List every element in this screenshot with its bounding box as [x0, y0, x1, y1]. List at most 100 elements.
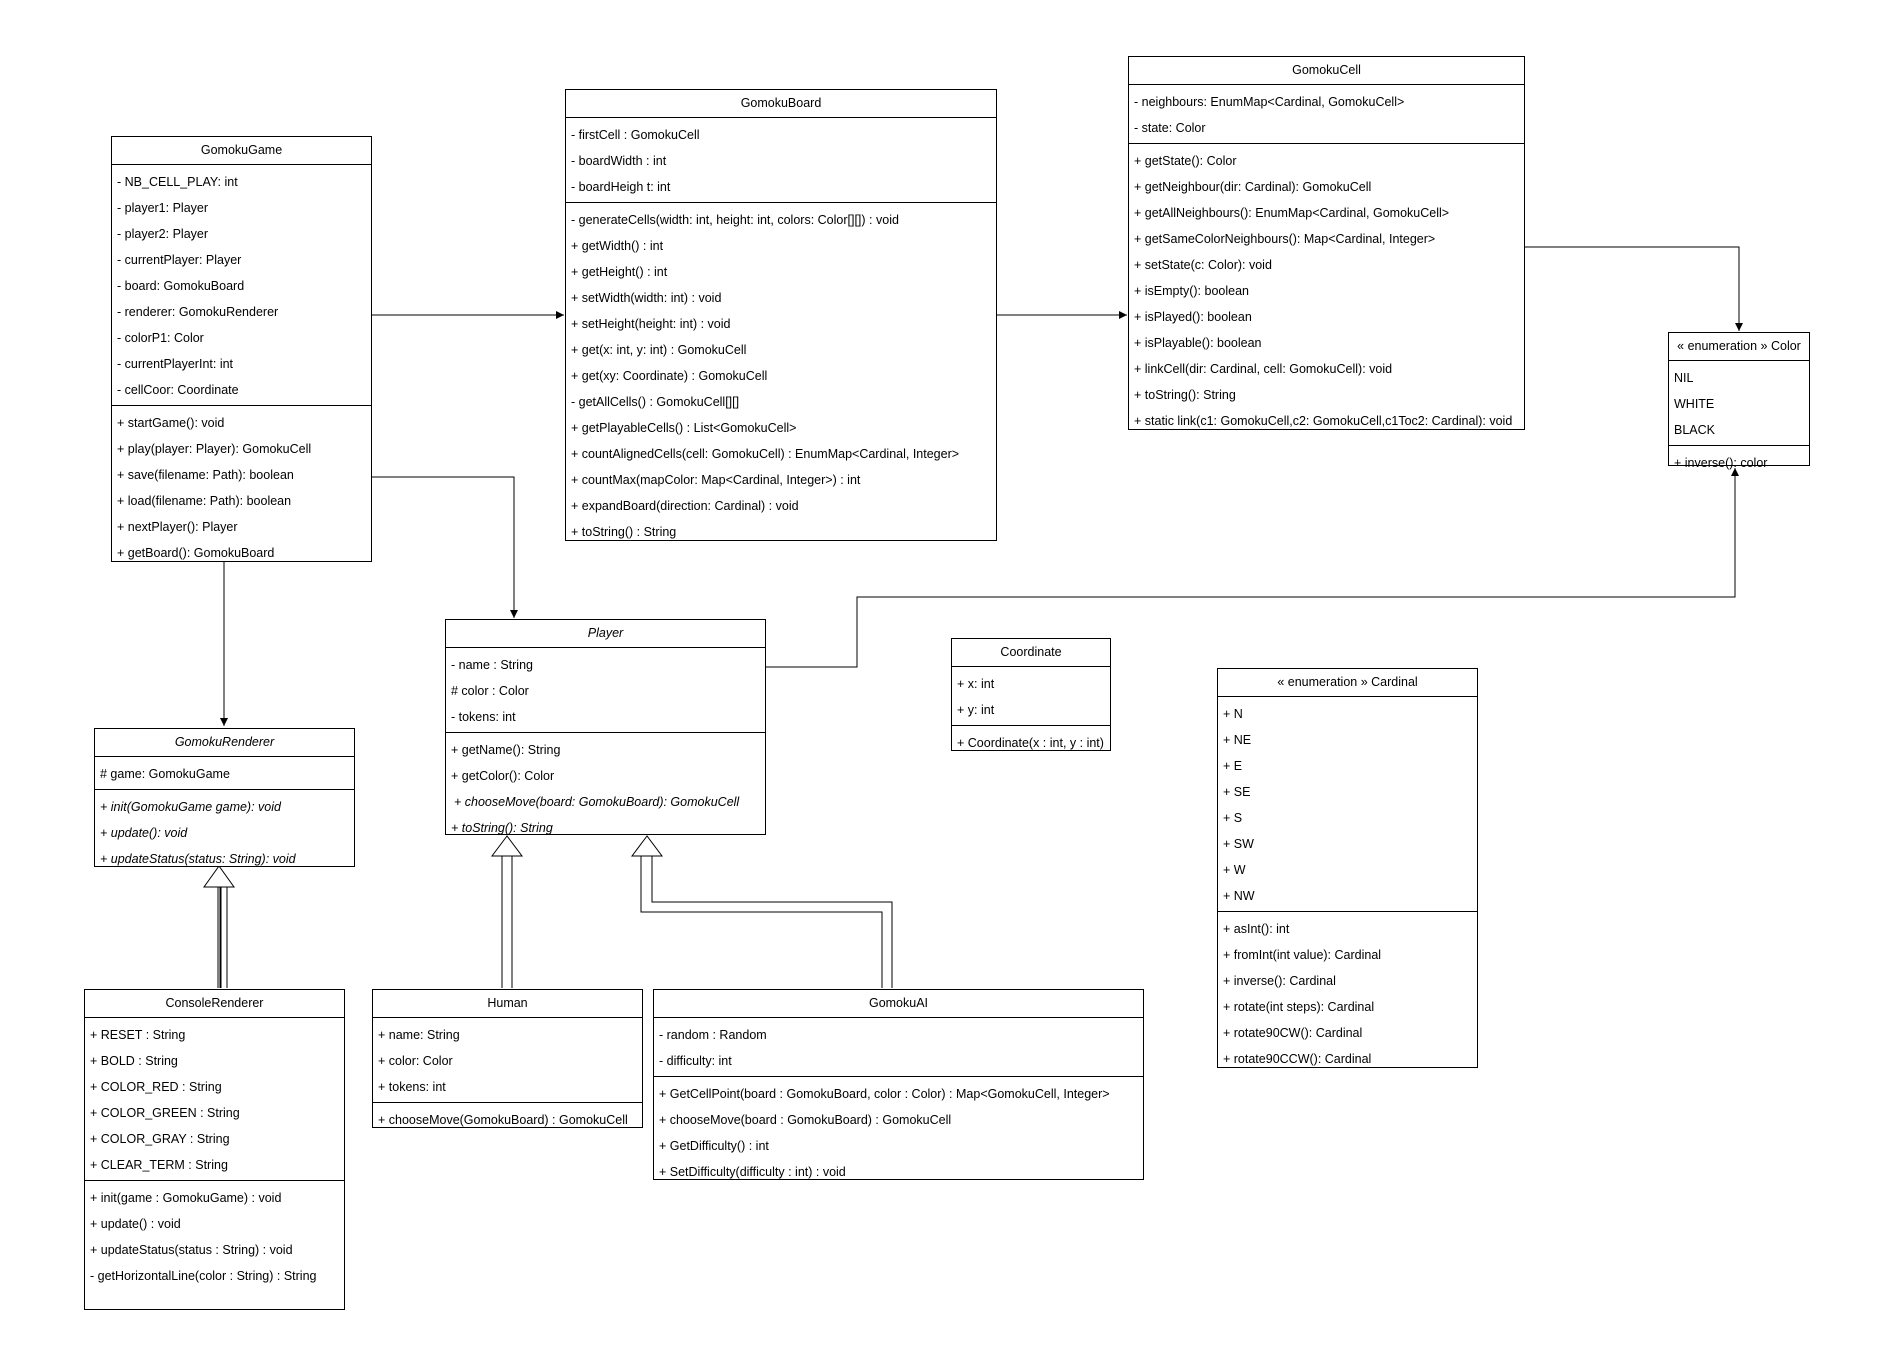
attribute-row: + tokens: int — [378, 1080, 446, 1094]
attributes-section: - firstCell : GomokuCell - boardWidth : i… — [566, 118, 996, 202]
method-row: + static link(c1: GomokuCell,c2: GomokuC… — [1134, 414, 1513, 428]
class-gomoku-cell[interactable]: GomokuCell- neighbours: EnumMap<Cardinal… — [1128, 56, 1525, 430]
attribute-row: - difficulty: int — [659, 1054, 732, 1068]
method-row: + getHeight() : int — [571, 265, 668, 279]
method-row: + GetCellPoint(board : GomokuBoard, colo… — [659, 1087, 1110, 1101]
class-gomoku-renderer[interactable]: GomokuRenderer# game: GomokuGame+ init(G… — [94, 728, 355, 867]
attributes-section: - name : String # color : Color - tokens: … — [446, 648, 765, 732]
method-row: - getAllCells() : GomokuCell[][] — [571, 395, 740, 409]
method-row: + load(filename: Path): boolean — [117, 494, 292, 508]
attribute-row: - name : String — [451, 658, 533, 672]
method-row: + fromInt(int value): Cardinal — [1223, 948, 1382, 962]
inherit-gomoku-ai — [631, 835, 893, 988]
attribute-row: + x: int — [957, 677, 995, 691]
class-player[interactable]: Player- name : String# color : Color- to… — [445, 619, 766, 835]
attribute-row: + E — [1223, 759, 1243, 773]
method-row: + SetDifficulty(difficulty : int) : void — [659, 1165, 846, 1179]
class-gomoku-board[interactable]: GomokuBoard - firstCell : GomokuCell - boa… — [565, 89, 997, 541]
method-row: + update(): void — [100, 826, 188, 840]
attribute-row: + y: int — [957, 703, 995, 717]
class-coordinate[interactable]: Coordinate+ x: int+ y: int+ Coordinate(x… — [951, 638, 1111, 751]
attribute-row: + CLEAR_TERM : String — [90, 1158, 228, 1172]
method-row: + toString(): String — [451, 821, 553, 835]
attribute-row: - firstCell : GomokuCell — [571, 128, 700, 142]
method-row: + getNeighbour(dir: Cardinal): GomokuCel… — [1134, 180, 1372, 194]
method-row: + get(x: int, y: int) : GomokuCell — [571, 343, 747, 357]
method-row: + GetDifficulty() : int — [659, 1139, 769, 1153]
attribute-row: - player1: Player — [117, 201, 209, 215]
method-row: + getColor(): Color — [451, 769, 555, 783]
method-row: + inverse(): Cardinal — [1223, 974, 1336, 988]
method-row: + setState(c: Color): void — [1134, 258, 1272, 272]
method-row: + update() : void — [90, 1217, 181, 1231]
methods-section: + init(game : GomokuGame) : void + update… — [85, 1180, 344, 1291]
attributes-section: + N+ NE+ E+ SE+ S+ SW+ W+ NW — [1218, 697, 1477, 911]
attribute-row: # color : Color — [451, 684, 529, 698]
method-row: + rotate(int steps): Cardinal — [1223, 1000, 1375, 1014]
attribute-row: - colorP1: Color — [117, 331, 204, 345]
attribute-row: + SW — [1223, 837, 1254, 851]
attribute-row: - currentPlayerInt: int — [117, 357, 234, 371]
method-row: + asInt(): int — [1223, 922, 1290, 936]
method-row: + rotate90CCW(): Cardinal — [1223, 1052, 1372, 1066]
method-row: + expandBoard(direction: Cardinal) : voi… — [571, 499, 799, 513]
attribute-row: - currentPlayer: Player — [117, 253, 242, 267]
attribute-row: - renderer: GomokuRenderer — [117, 305, 279, 319]
method-row: + updateStatus(status: String): void — [100, 852, 296, 866]
attributes-section: # game: GomokuGame — [95, 757, 354, 789]
attribute-row: BLACK — [1674, 423, 1715, 437]
assoc-game-player — [372, 476, 518, 618]
method-row: + countAlignedCells(cell: GomokuCell) : … — [571, 447, 960, 461]
method-row: + nextPlayer(): Player — [117, 520, 238, 534]
methods-section: + startGame(): void+ play(player: Player… — [112, 405, 371, 568]
attribute-row: + BOLD : String — [90, 1054, 178, 1068]
attribute-row: WHITE — [1674, 397, 1715, 411]
method-row: + toString(): String — [1134, 388, 1236, 402]
class-name: « enumeration » Color — [1669, 333, 1809, 361]
class-gomoku-game[interactable]: GomokuGame- NB_CELL_PLAY: int- player1: … — [111, 136, 372, 562]
method-row: + init(game : GomokuGame) : void — [90, 1191, 282, 1205]
method-row: + linkCell(dir: Cardinal, cell: GomokuCe… — [1134, 362, 1393, 376]
method-row: + chooseMove(board : GomokuBoard) : Gomo… — [659, 1113, 952, 1127]
method-row: + getWidth() : int — [571, 239, 664, 253]
attribute-row: + color: Color — [378, 1054, 453, 1068]
method-row: + setWidth(width: int) : void — [571, 291, 722, 305]
attribute-row: + SE — [1223, 785, 1251, 799]
class-name: GomokuBoard — [566, 90, 996, 118]
method-row: + getAllNeighbours(): EnumMap<Cardinal, … — [1134, 206, 1450, 220]
attributes-section: - neighbours: EnumMap<Cardinal, GomokuCe… — [1129, 85, 1524, 143]
assoc-player-color — [766, 468, 1739, 668]
class-human[interactable]: Human+ name: String+ color: Color+ token… — [372, 989, 643, 1128]
attribute-row: - boardWidth : int — [571, 154, 667, 168]
class-cardinal-enum[interactable]: « enumeration » Cardinal+ N+ NE+ E+ SE+ … — [1217, 668, 1478, 1068]
attributes-section: - NB_CELL_PLAY: int- player1: Player- pl… — [112, 165, 371, 405]
class-console-renderer[interactable]: ConsoleRenderer+ RESET : String+ BOLD : … — [84, 989, 345, 1310]
assoc-cell-color — [1525, 246, 1743, 331]
method-row: + chooseMove(board: GomokuBoard): Gomoku… — [454, 795, 740, 809]
method-row: + getPlayableCells() : List<GomokuCell> — [571, 421, 797, 435]
class-name: GomokuGame — [112, 137, 371, 165]
attribute-row: + COLOR_GREEN : String — [90, 1106, 240, 1120]
class-name: GomokuAI — [654, 990, 1143, 1018]
attribute-row: - tokens: int — [451, 710, 516, 724]
method-row: + updateStatus(status : String) : void — [90, 1243, 293, 1257]
attribute-row: + NE — [1223, 733, 1252, 747]
method-row: + countMax(mapColor: Map<Cardinal, Integ… — [571, 473, 861, 487]
attribute-row: - board: GomokuBoard — [117, 279, 245, 293]
methods-section: + init(GomokuGame game): void+ update():… — [95, 789, 354, 874]
method-row: + getSameColorNeighbours(): Map<Cardinal… — [1134, 232, 1436, 246]
attribute-row: - random : Random — [659, 1028, 767, 1042]
inherit-human — [491, 835, 523, 988]
method-row: - getHorizontalLine(color : String) : St… — [90, 1269, 317, 1283]
class-name: GomokuCell — [1129, 57, 1524, 85]
method-row: + Coordinate(x : int, y : int) — [957, 736, 1104, 750]
attribute-row: + COLOR_GRAY : String — [90, 1132, 230, 1146]
class-gomoku-ai[interactable]: GomokuAI - random : Random - difficulty: i… — [653, 989, 1144, 1180]
methods-section: + asInt(): int + fromInt(int value): Card… — [1218, 911, 1477, 1074]
attribute-row: - player2: Player — [117, 227, 209, 241]
method-row: - generateCells(width: int, height: int,… — [571, 213, 899, 227]
attribute-row: - cellCoor: Coordinate — [117, 383, 239, 397]
method-row: + play(player: Player): GomokuCell — [117, 442, 312, 456]
